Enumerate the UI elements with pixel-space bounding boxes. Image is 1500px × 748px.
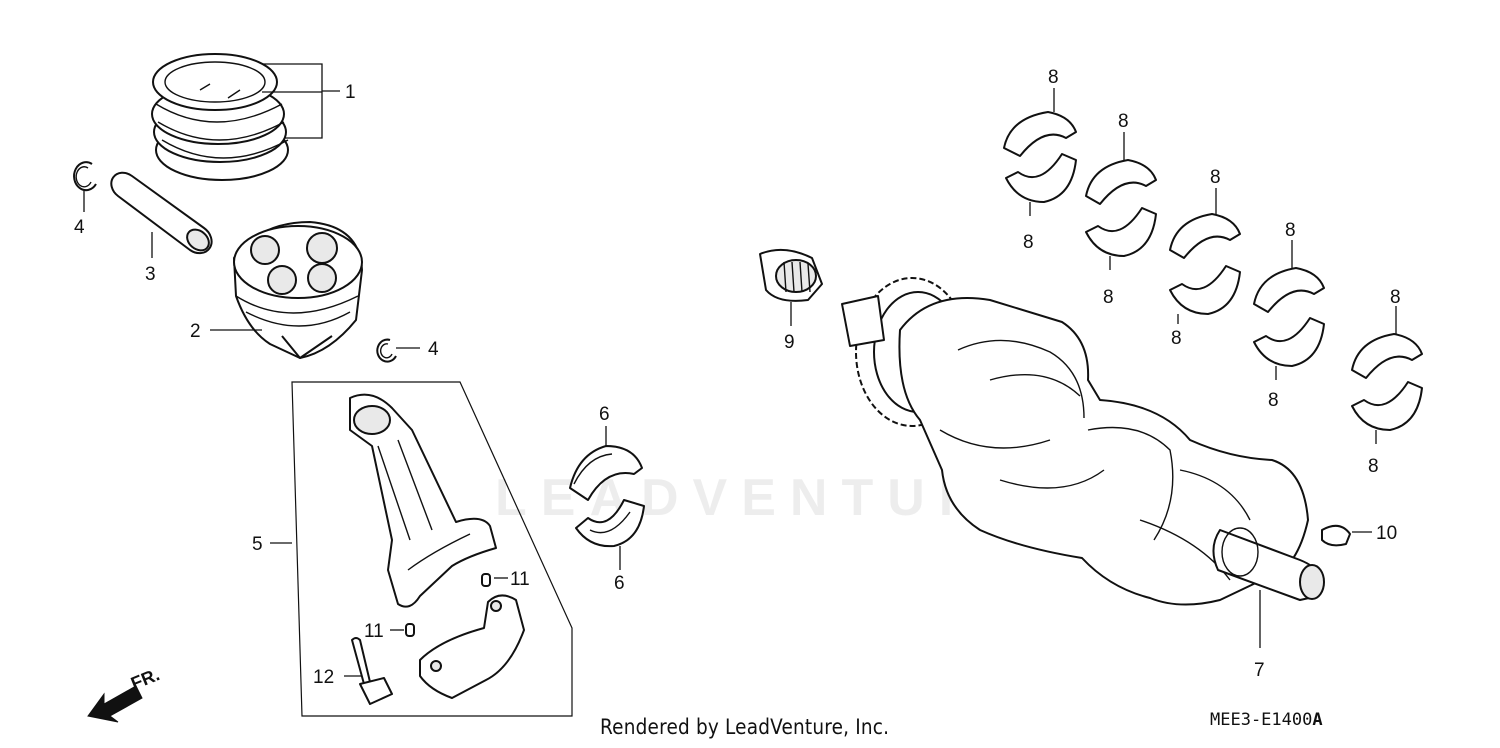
front-direction-arrow-icon [87, 685, 143, 723]
dowel-pin-lower[interactable] [405, 623, 415, 637]
diagram-code-prefix: MEE3-E1400 [1210, 710, 1313, 730]
callout-woodruff-key: 10 [1376, 523, 1397, 544]
callout-main-bearing-1b: 8 [1023, 232, 1034, 253]
rod-bearing-upper[interactable] [569, 445, 643, 501]
callout-main-bearing-5a: 8 [1390, 287, 1401, 308]
callout-main-bearing-3b: 8 [1171, 328, 1182, 349]
callout-rod-bearing-top: 6 [599, 404, 610, 425]
piston-pin-clip-right[interactable] [376, 338, 397, 363]
callout-connecting-rod: 5 [252, 534, 263, 555]
callout-main-bearing-5b: 8 [1368, 456, 1379, 477]
connecting-rod[interactable] [349, 393, 497, 608]
connecting-rod-cap[interactable] [419, 594, 525, 699]
callout-main-bearing-3a: 8 [1210, 167, 1221, 188]
callout-piston-pin: 3 [145, 264, 156, 285]
callout-main-bearing-2b: 8 [1103, 287, 1114, 308]
main-bearing-2[interactable] [1085, 159, 1157, 257]
main-bearing-1[interactable] [1003, 111, 1077, 203]
callout-main-bearing-4a: 8 [1285, 220, 1296, 241]
needle-bearing[interactable] [759, 248, 823, 302]
callout-piston: 2 [190, 321, 201, 342]
callout-pin-clip-right: 4 [428, 339, 439, 360]
piston-pin[interactable] [110, 171, 213, 255]
crankshaft[interactable] [841, 277, 1325, 606]
callout-pin-clip-top: 4 [74, 217, 85, 238]
callout-needle-bearing: 9 [784, 332, 795, 353]
rod-bolt[interactable] [351, 637, 393, 705]
direction-label: FR. [128, 664, 162, 693]
rod-bearing-lower[interactable] [575, 499, 645, 548]
callout-main-bearing-1a: 8 [1048, 67, 1059, 88]
piston[interactable] [233, 221, 363, 359]
callout-crankshaft: 7 [1254, 660, 1265, 681]
main-bearing-4[interactable] [1253, 267, 1325, 367]
diagram-code-suffix: A [1312, 710, 1323, 730]
callout-main-bearing-2a: 8 [1118, 111, 1129, 132]
dowel-pin-upper[interactable] [481, 573, 491, 587]
callout-rod-bolt: 12 [313, 667, 334, 688]
callout-dowel-pin-lower: 11 [364, 621, 384, 642]
credit-text: Rendered by LeadVenture, Inc. [600, 715, 890, 739]
main-bearing-5[interactable] [1351, 333, 1423, 431]
woodruff-key[interactable] [1321, 524, 1351, 547]
callout-rod-bearing-bottom: 6 [614, 573, 625, 594]
piston-pin-clip-left[interactable] [73, 161, 97, 192]
piston-rings[interactable] [151, 53, 289, 181]
callout-main-bearing-4b: 8 [1268, 390, 1279, 411]
callout-piston-rings: 1 [345, 82, 356, 103]
main-bearing-3[interactable] [1169, 213, 1241, 315]
diagram-code: MEE3-E1400A [1210, 710, 1323, 730]
callout-dowel-pin-upper: 11 [510, 569, 530, 590]
